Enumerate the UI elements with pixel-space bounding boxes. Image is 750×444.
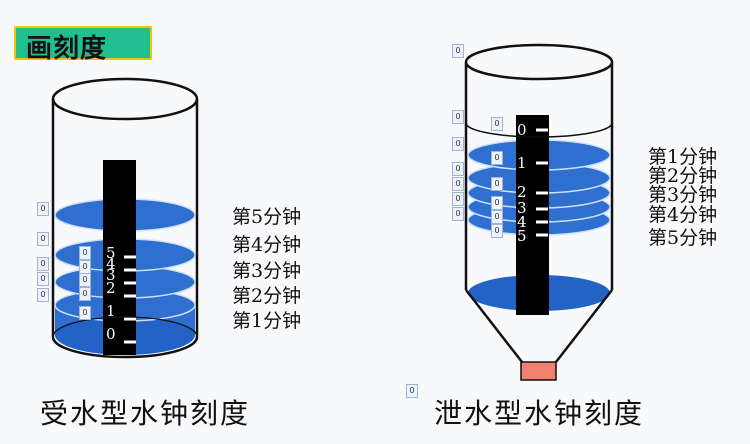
left-vessel (51, 77, 199, 359)
anchor-marker[interactable]: 0 (491, 117, 503, 131)
left-minute-label: 第2分钟 (232, 285, 302, 307)
right-minute-label: 第1分钟 (648, 146, 718, 168)
right-minute-label: 第4分钟 (648, 204, 718, 226)
anchor-marker[interactable]: 0 (406, 384, 418, 398)
anchor-marker[interactable]: 0 (452, 110, 464, 124)
left-scale-number: 0 (106, 325, 116, 343)
right-scale-bar (516, 115, 549, 315)
anchor-marker[interactable]: 0 (452, 137, 464, 151)
anchor-marker[interactable]: 0 (491, 151, 503, 165)
right-scale-number: 3 (517, 199, 527, 217)
right-scale-number: 0 (517, 121, 527, 139)
left-scale-number: 3 (106, 266, 116, 284)
left-minute-label: 第5分钟 (232, 206, 302, 228)
anchor-marker[interactable]: 0 (452, 207, 464, 221)
anchor-marker[interactable]: 0 (452, 192, 464, 206)
title-box (14, 26, 152, 60)
anchor-marker[interactable]: 0 (37, 257, 49, 271)
anchor-marker[interactable]: 0 (491, 210, 503, 224)
anchor-marker[interactable]: 0 (452, 177, 464, 191)
anchor-marker[interactable]: 0 (79, 273, 91, 287)
right-scale-number: 5 (517, 227, 527, 245)
anchor-marker[interactable]: 0 (37, 232, 49, 246)
left-scale-numbers: 5 4 3 2 1 0 (106, 244, 116, 343)
page-title: 画刻度 (26, 34, 108, 64)
right-caption: 泄水型水钟刻度 (434, 397, 645, 430)
left-scale-number: 5 (106, 244, 116, 262)
anchor-marker[interactable]: 0 (79, 246, 91, 260)
right-vessel (464, 43, 614, 381)
right-minute-label: 第2分钟 (648, 165, 718, 187)
right-scale-number: 1 (517, 154, 527, 172)
left-caption: 受水型水钟刻度 (40, 397, 251, 430)
anchor-marker[interactable]: 0 (491, 224, 503, 238)
left-scale-number: 2 (106, 279, 116, 297)
right-scale-number: 4 (517, 213, 527, 231)
anchor-marker[interactable]: 0 (37, 288, 49, 302)
anchor-marker[interactable]: 0 (37, 272, 49, 286)
anchor-marker[interactable]: 0 (79, 306, 91, 320)
left-minute-label: 第3分钟 (232, 260, 302, 282)
anchor-marker[interactable]: 0 (79, 260, 91, 274)
anchor-marker[interactable]: 0 (491, 196, 503, 210)
anchor-marker[interactable]: 0 (491, 177, 503, 191)
right-scale-number: 2 (517, 183, 527, 201)
anchor-marker[interactable]: 0 (452, 44, 464, 58)
right-minute-label: 第5分钟 (648, 227, 718, 249)
outlet-block (520, 361, 557, 381)
left-scale-number: 4 (106, 255, 116, 273)
left-minute-label: 第1分钟 (232, 310, 302, 332)
anchor-marker[interactable]: 0 (79, 287, 91, 301)
right-minute-label: 第3分钟 (648, 184, 718, 206)
anchor-marker[interactable]: 0 (452, 162, 464, 176)
anchor-marker[interactable]: 0 (37, 202, 49, 216)
left-scale-number: 1 (106, 302, 116, 320)
left-minute-label: 第4分钟 (232, 234, 302, 256)
